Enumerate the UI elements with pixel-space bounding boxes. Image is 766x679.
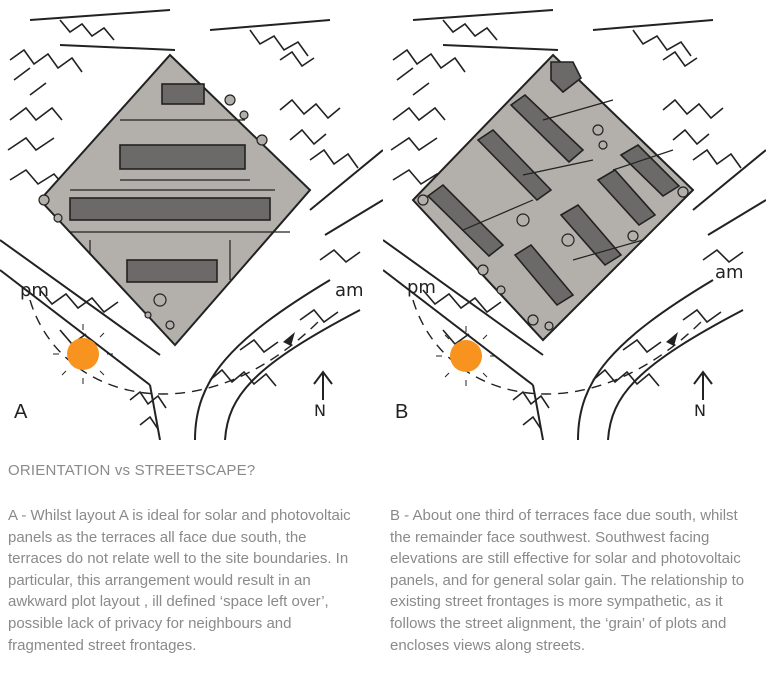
north-label: N xyxy=(314,401,326,420)
diagram-letter: A xyxy=(14,401,28,423)
diagram-layout-a: pm am N A xyxy=(0,0,383,440)
north-label: N xyxy=(694,401,706,420)
description-layout-b: B - About one third of terraces face due… xyxy=(390,507,745,654)
pm-label: pm xyxy=(20,280,49,301)
am-label: am xyxy=(715,262,744,283)
north-arrow-icon xyxy=(313,370,333,400)
sun-path xyxy=(29,299,321,395)
description-layout-a: A - Whilst layout A is ideal for solar a… xyxy=(8,507,351,654)
surrounding-houses xyxy=(390,19,744,430)
surrounding-houses xyxy=(7,19,361,430)
pm-label: pm xyxy=(407,277,436,298)
terraces xyxy=(69,83,271,283)
street-edges xyxy=(383,9,766,440)
sun-direction-arrow xyxy=(283,332,295,346)
terraces xyxy=(426,61,681,307)
north-arrow-icon xyxy=(693,370,713,400)
sun-icon xyxy=(53,324,113,384)
am-label: am xyxy=(335,280,364,301)
diagram-layout-b: pm am N B xyxy=(383,0,766,440)
section-heading: ORIENTATION vs STREETSCAPE? xyxy=(8,462,256,479)
sun-icon xyxy=(436,326,496,386)
diagram-letter: B xyxy=(395,401,408,423)
sun-path xyxy=(412,299,704,395)
sun-direction-arrow xyxy=(666,332,678,346)
trees xyxy=(38,94,268,330)
plot-lines xyxy=(462,99,674,261)
street-edges xyxy=(0,9,383,440)
plot-lines xyxy=(70,119,290,280)
